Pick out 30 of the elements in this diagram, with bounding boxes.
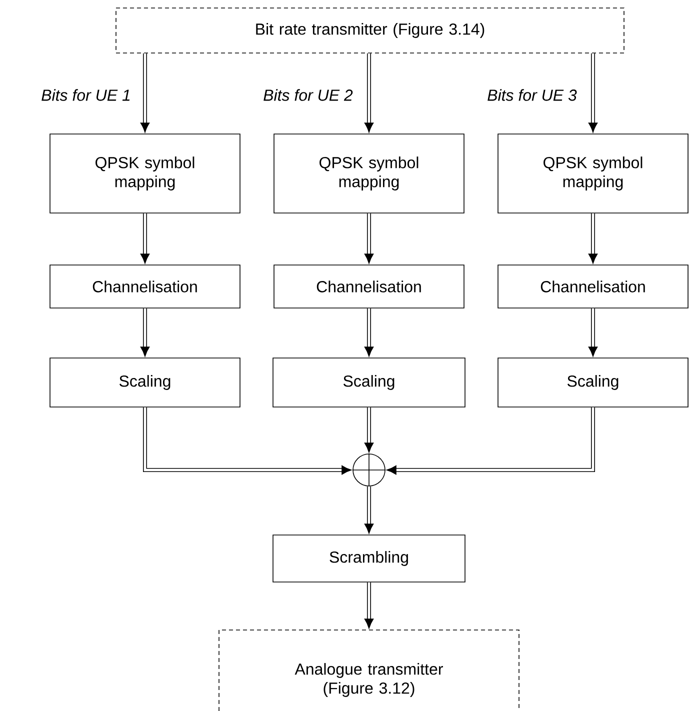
- arrow: [140, 53, 150, 133]
- process-box: Scaling: [272, 358, 466, 408]
- edge-label: Bits for UE 2: [262, 88, 354, 102]
- arrow: [386, 407, 595, 475]
- process-box: Scaling: [50, 358, 240, 408]
- process-box: QPSK symbol mapping: [274, 134, 464, 214]
- edge-label: Bits for UE 1: [40, 88, 132, 102]
- arrow: [140, 213, 150, 264]
- block-box: Bit rate transmitter (Figure 3.14): [116, 8, 624, 54]
- arrow: [588, 53, 598, 133]
- arrow: [588, 213, 598, 264]
- summing-junction: [352, 453, 386, 487]
- process-box: Scaling: [498, 358, 688, 408]
- arrow: [140, 308, 150, 357]
- process-box: QPSK symbol mapping: [498, 134, 688, 214]
- process-box: Channelisation: [50, 264, 240, 308]
- arrow: [143, 407, 352, 475]
- arrow: [364, 308, 374, 357]
- arrow: [588, 308, 598, 357]
- arrow: [364, 407, 374, 453]
- process-box: Channelisation: [274, 264, 464, 308]
- arrow: [364, 53, 374, 133]
- edge-label: Bits for UE 3: [486, 88, 578, 102]
- arrow: [364, 486, 374, 534]
- process-box: QPSK symbol mapping: [50, 134, 240, 214]
- block-box: Analogue transmitter (Figure 3.12): [218, 630, 520, 711]
- arrow: [364, 582, 374, 629]
- arrow: [364, 213, 374, 264]
- process-box: Channelisation: [498, 264, 688, 308]
- process-box: Scrambling: [272, 534, 466, 582]
